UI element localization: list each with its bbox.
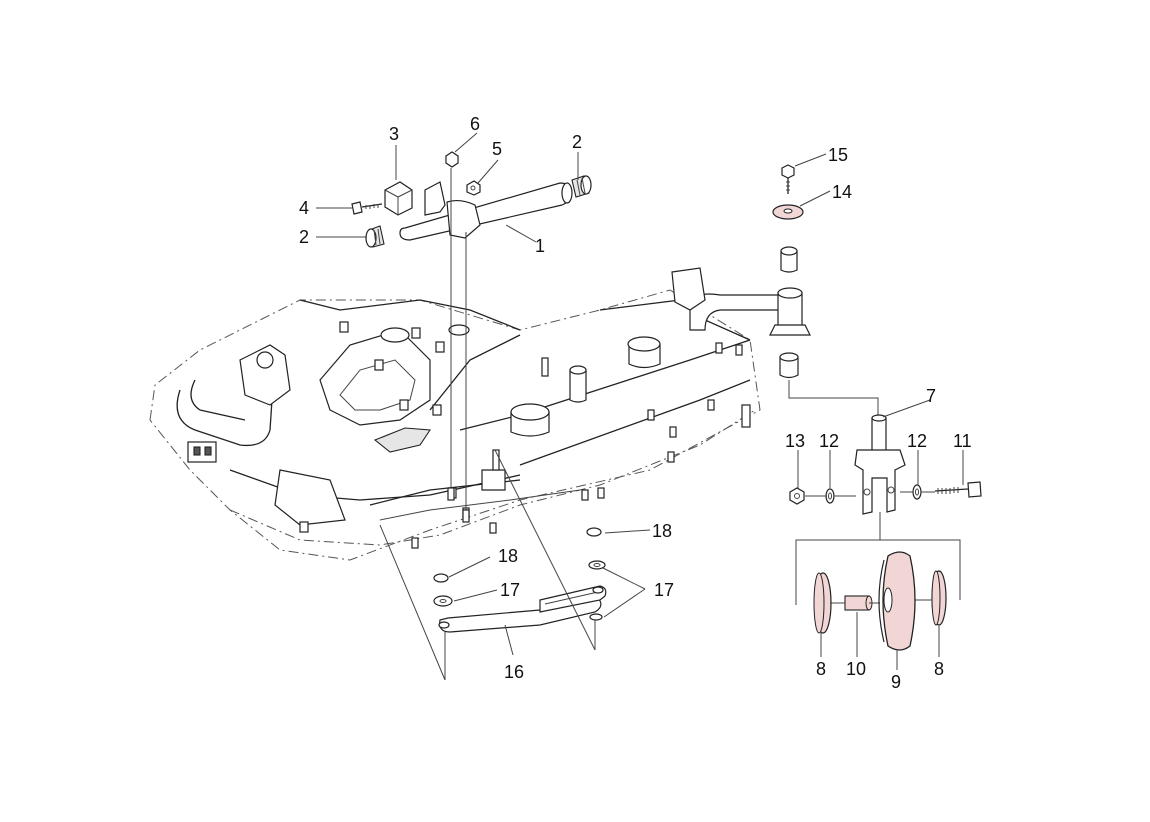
bolt-icon [934, 481, 982, 498]
callout-6: 6 [470, 114, 480, 134]
callout-17-right: 17 [654, 580, 674, 600]
callout-2-right: 2 [572, 132, 582, 152]
nut-icon [789, 487, 805, 505]
clip-icon [433, 573, 449, 583]
callout-12-right: 12 [907, 431, 927, 451]
callout-14: 14 [832, 182, 852, 202]
callout-17-left: 17 [500, 580, 520, 600]
wheel-icon [813, 572, 832, 634]
clip-icon [586, 527, 602, 537]
bushing-icon [571, 175, 592, 198]
nut-icon [466, 180, 481, 196]
callout-11: 11 [953, 431, 972, 451]
callout-labels: 1 2 2 3 4 5 6 7 8 8 9 10 11 12 12 13 14 … [299, 114, 972, 692]
callout-4: 4 [299, 198, 309, 218]
callout-2-left: 2 [299, 227, 309, 247]
nut-icon [445, 151, 459, 168]
caster-yoke [854, 414, 906, 515]
callout-18-left: 18 [498, 546, 518, 566]
mower-deck [149, 267, 781, 561]
link-arm-assembly [379, 449, 607, 681]
wheel-icon [931, 570, 947, 626]
spindle-top-icon [380, 327, 410, 343]
pivot-bar-assembly [351, 151, 592, 523]
axle-spacer [844, 595, 873, 611]
callout-7: 7 [926, 386, 936, 406]
washer-icon [588, 560, 606, 570]
callout-8-left: 8 [816, 659, 826, 679]
callout-13: 13 [785, 431, 805, 451]
callout-1: 1 [535, 236, 545, 256]
washer-icon [772, 204, 804, 220]
callout-8-right: 8 [934, 659, 944, 679]
callout-9: 9 [891, 672, 901, 692]
bolt-icon [781, 164, 795, 194]
callout-10: 10 [846, 659, 866, 679]
callout-5: 5 [492, 139, 502, 159]
callout-3: 3 [389, 124, 399, 144]
callout-15: 15 [828, 145, 848, 165]
bushing-icon [365, 225, 385, 248]
callout-12-left: 12 [819, 431, 839, 451]
caster-assembly [769, 164, 982, 651]
callout-16: 16 [504, 662, 524, 682]
bolt-icon [351, 201, 383, 215]
callout-18-right: 18 [652, 521, 672, 541]
washer-icon [433, 595, 453, 607]
washer-icon [912, 484, 922, 500]
leader-lines [316, 132, 964, 670]
wheel-icon [878, 551, 916, 651]
washer-icon [825, 488, 835, 504]
